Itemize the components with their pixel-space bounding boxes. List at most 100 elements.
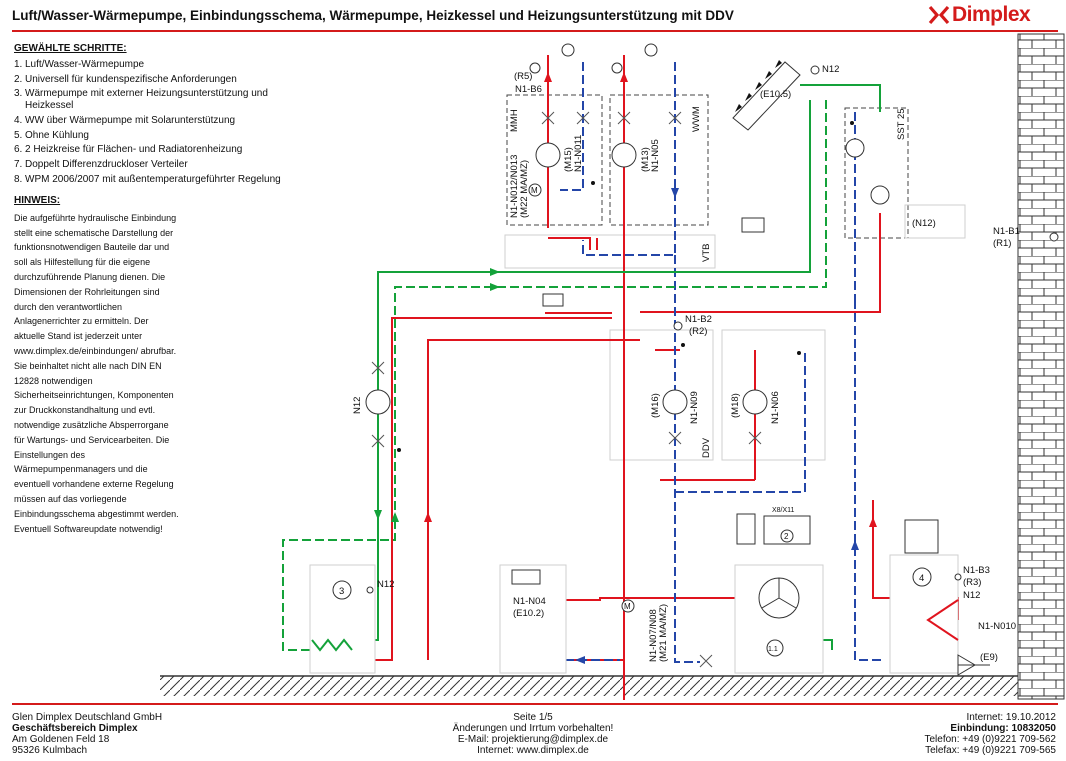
- collector-mark-1: [735, 104, 742, 112]
- footer: Glen Dimplex Deutschland GmbH Geschäftsb…: [0, 703, 1066, 761]
- logo-wordmark: Dimplex: [952, 3, 1031, 26]
- faucet-icon: [957, 654, 990, 676]
- sst-storage: [904, 204, 966, 239]
- solar-return-dashed: [394, 100, 827, 520]
- pump-m13-icon: [611, 142, 637, 168]
- step-text: WW über Wärmepumpe mit Solarunterstützun…: [25, 115, 236, 127]
- label-e10-5: (E10.5): [760, 89, 791, 100]
- label-e10-2: (E10.2): [513, 608, 544, 619]
- step-item: 5.Ohne Kühlung: [14, 130, 299, 142]
- step-number: 4.: [14, 115, 23, 127]
- fan-icon: [758, 577, 800, 619]
- label-m13: (M13): [640, 147, 651, 172]
- solar-return-c3: [282, 520, 396, 651]
- supply-pipe-heating-left: [372, 317, 612, 661]
- footer-meta: Internet: 19.10.2012 Einbindung: 1083205…: [925, 712, 1057, 756]
- arrow-green-1: [490, 268, 500, 276]
- pump-sst2-icon: [845, 138, 865, 158]
- pump-m15-icon: [535, 142, 561, 168]
- arrow-green-3: [374, 510, 382, 520]
- valve-ddv-2-icon: [748, 431, 762, 445]
- supply-pipe-mmh: [547, 55, 598, 250]
- step-text: Doppelt Differenzdruckloser Verteiler: [25, 159, 188, 171]
- pump-m18-icon: [742, 389, 768, 415]
- label-e9: (E9): [980, 652, 998, 663]
- sensor-r2-icon: [673, 321, 683, 331]
- label-n1-n06: N1-N06: [770, 391, 781, 424]
- supply-pipe-sst: [640, 213, 881, 313]
- label-n1-b6: N1-B6: [515, 84, 542, 95]
- step-number: 2.: [14, 73, 23, 85]
- dot-4: [797, 351, 801, 355]
- solar-collector-icon: [732, 61, 801, 131]
- arrow-red-2: [620, 72, 628, 82]
- header: Luft/Wasser-Wärmepumpe, Einbindungsschem…: [0, 0, 1066, 30]
- sensor-n12-icon: [810, 65, 820, 75]
- boiler-e10-2: [499, 564, 567, 674]
- label-m22: (M22 MA/MZ): [519, 160, 530, 218]
- label-m16: (M16): [650, 393, 661, 418]
- return-pipe-ddv-right: [675, 350, 806, 493]
- label-n1-n05: N1-N05: [650, 139, 661, 172]
- footer-address: Glen Dimplex Deutschland GmbH Geschäftsb…: [12, 712, 162, 756]
- label-n1-n09: N1-N09: [689, 391, 700, 424]
- dot-2: [681, 343, 685, 347]
- label-n1-n010: N1-N010: [978, 621, 1016, 632]
- footer-date: Internet: 19.10.2012: [966, 712, 1056, 723]
- footer-disclaimer: Änderungen und Irrtum vorbehalten!: [452, 723, 614, 734]
- label-sst25: SST 25: [896, 108, 907, 140]
- supply-pipe-bottom: [560, 597, 740, 601]
- header-rule: [12, 30, 1058, 32]
- valve-left-1-icon: [371, 361, 385, 375]
- wwm-frame: [609, 94, 709, 226]
- arrow-red-1: [544, 72, 552, 82]
- footer-einbindung: Einbindung: 10832050: [950, 723, 1056, 734]
- boiler-display: [511, 569, 541, 585]
- label-m15: (M15): [563, 147, 574, 172]
- step-number: 6.: [14, 144, 23, 156]
- thermometer-r5-icon: [561, 43, 575, 57]
- arrow-green-4: [391, 512, 399, 522]
- step-text: Luft/Wasser-Wärmepumpe: [25, 59, 145, 70]
- switch-box: [736, 513, 756, 545]
- dot-1: [591, 181, 595, 185]
- label-n1-b3: N1-B3: [963, 565, 990, 576]
- footer-fax: Telefax: +49 (0)9221 709-565: [925, 745, 1056, 756]
- steps-heading: GEWÄHLTE SCHRITTE:: [14, 43, 127, 54]
- footer-company: Glen Dimplex Deutschland GmbH: [12, 712, 163, 723]
- label-circle-2: 2: [784, 532, 789, 541]
- valve-mmh-1-icon: [541, 111, 555, 125]
- arrow-blue-1: [671, 188, 679, 198]
- mmh-frame: [506, 94, 603, 226]
- arrow-blue-3: [575, 656, 585, 664]
- footer-internet: Internet: www.dimplex.de: [477, 745, 589, 756]
- mixer-motor-m22-icon: [528, 183, 542, 197]
- arrow-red-4: [869, 517, 877, 527]
- step-text: 2 Heizkreise für Flächen- und Radiatoren…: [25, 144, 243, 156]
- label-m18: (M18): [730, 393, 741, 418]
- step-text: Wärmepumpe mit externer Heizungsunterstü…: [25, 88, 268, 112]
- valve-left-2-icon: [371, 434, 385, 448]
- collector-mark-3: [755, 82, 762, 90]
- solar-pipe-top: [800, 84, 881, 112]
- manager-x8x11: [763, 515, 811, 545]
- label-r1: (R1): [993, 238, 1011, 249]
- footer-city: 95326 Kulmbach: [12, 745, 88, 756]
- mixer-m21-label: M: [624, 602, 631, 611]
- building-wall: [1017, 33, 1065, 700]
- valve-wwm-1-icon: [617, 111, 631, 125]
- pump-m16-icon: [662, 389, 688, 415]
- label-n1-n011: N1-N011: [573, 135, 584, 172]
- footer-center: Seite 1/5 Änderungen und Irrtum vorbehal…: [0, 712, 1066, 756]
- label-mmh: MMH: [509, 109, 520, 132]
- footer-page: Seite 1/5: [513, 712, 553, 723]
- circle-1-1-icon: [766, 639, 784, 657]
- sst-frame: [844, 107, 909, 239]
- footer-email: E-Mail: projektierung@dimplex.de: [457, 734, 609, 745]
- sensor-r1-icon: [1049, 232, 1059, 242]
- label-n1-n012: N1-N012/N013: [509, 155, 520, 218]
- collector-mark-2: [745, 93, 752, 101]
- solar-pipe-loop: [377, 100, 811, 520]
- dhw-coil-icon: [926, 599, 959, 641]
